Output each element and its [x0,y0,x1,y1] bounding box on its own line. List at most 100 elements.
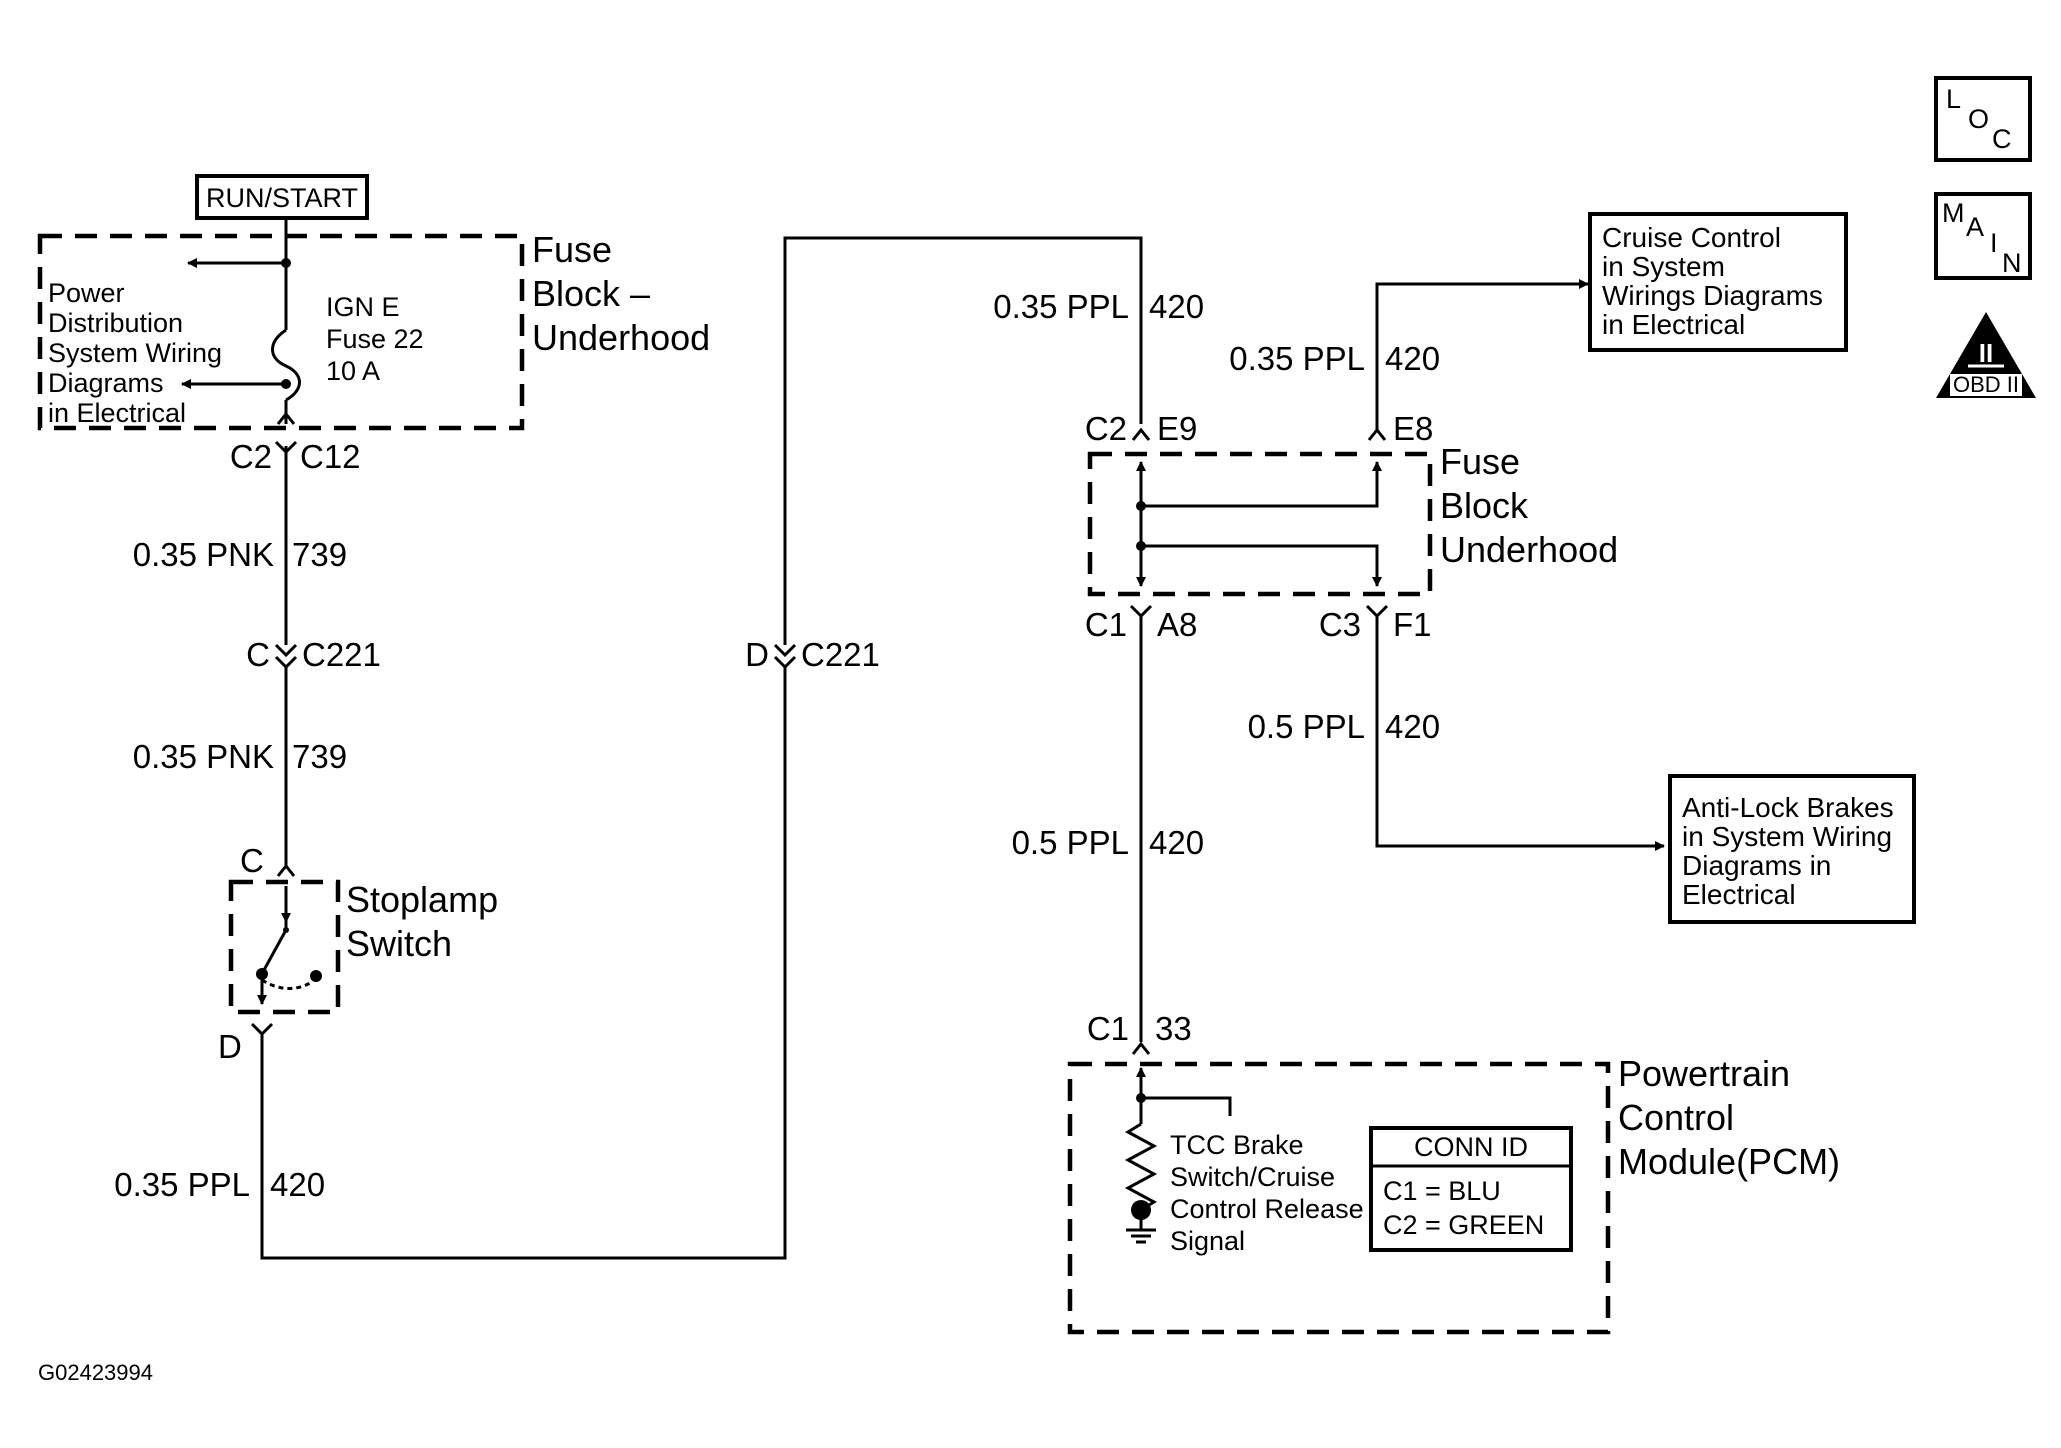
svg-text:10 A: 10 A [326,356,380,386]
svg-text:F1: F1 [1393,606,1432,643]
wire-420-cruise [1375,279,1589,430]
svg-text:0.35 PNK: 0.35 PNK [133,738,274,775]
svg-text:0.35 PPL: 0.35 PPL [114,1166,250,1203]
fuse-22-symbol [271,218,301,424]
wire-420-stoplamp [260,667,787,1260]
wire-739-lower-label: 0.35 PNK 739 [133,738,347,775]
obd-ii-icon[interactable]: II OBD II [1936,312,2036,398]
svg-text:420: 420 [1149,288,1204,325]
svg-text:C: C [1992,124,2012,154]
conn-id-table: CONN ID C1 = BLU C2 = GREEN [1369,1126,1573,1252]
svg-text:Wirings Diagrams: Wirings Diagrams [1602,280,1823,311]
wire-420-abs-label: 0.5 PPL 420 [1248,708,1440,745]
run-start-label: RUN/START [195,174,369,220]
pcm-title: Powertrain Control Module(PCM) [1618,1053,1840,1182]
stoplamp-pin-c: C [240,842,296,879]
svg-text:D: D [745,636,769,673]
cruise-control-reference-box[interactable]: Cruise Control in System Wirings Diagram… [1588,212,1848,352]
svg-text:C221: C221 [302,636,381,673]
figure-id: G02423994 [38,1360,153,1385]
svg-text:Stoplamp: Stoplamp [346,879,498,920]
svg-text:C2: C2 [1085,410,1127,447]
connector-c2-c12: C2 C12 [230,411,361,475]
stoplamp-switch-title: Stoplamp Switch [346,879,498,964]
pds-reference: Power Distribution System Wiring Diagram… [48,278,222,428]
svg-text:Powertrain: Powertrain [1618,1053,1790,1094]
svg-text:M: M [1942,198,1965,228]
svg-text:33: 33 [1155,1010,1192,1047]
svg-text:Diagrams: Diagrams [48,368,164,398]
fuse-block-right-outline [1087,451,1433,597]
fuse-block-right-title: Fuse Block Underhood [1440,441,1618,570]
svg-text:in Electrical: in Electrical [48,398,186,428]
fuse-block-right-bus [1136,461,1382,587]
wire-739-upper-label: 0.35 PNK 739 [133,536,347,573]
svg-text:0.35 PNK: 0.35 PNK [133,536,274,573]
svg-text:Cruise Control: Cruise Control [1602,222,1781,253]
svg-text:A: A [1966,212,1984,242]
svg-text:C2: C2 [230,438,272,475]
connector-c1-a8: C1 A8 [1085,604,1197,643]
svg-text:N: N [2002,248,2022,278]
svg-text:0.5 PPL: 0.5 PPL [1012,824,1129,861]
svg-text:System Wiring: System Wiring [48,338,222,368]
svg-text:O: O [1968,104,1989,134]
svg-text:E8: E8 [1393,410,1433,447]
svg-text:E9: E9 [1157,410,1197,447]
svg-text:in System Wiring: in System Wiring [1682,821,1892,852]
svg-text:Fuse: Fuse [532,229,612,270]
wire-420-pcm-label: 0.5 PPL 420 [1012,824,1204,861]
ground-icon [1126,1220,1156,1244]
pcm-signal-label: TCC Brake Switch/Cruise Control Release … [1170,1130,1364,1256]
svg-text:Block: Block [1440,485,1529,526]
connector-c221-mid: D C221 [745,636,880,673]
svg-text:in System: in System [1602,251,1725,282]
svg-text:Electrical: Electrical [1682,879,1796,910]
svg-text:II: II [1979,338,1993,368]
svg-text:D: D [218,1028,242,1065]
svg-text:0.35 PPL: 0.35 PPL [1229,340,1365,377]
connector-e8: E8 [1367,410,1433,447]
svg-text:Diagrams in: Diagrams in [1682,850,1831,881]
svg-text:CONN ID: CONN ID [1414,1132,1528,1162]
fuse-block-left-title: Fuse Block – Underhood [532,229,710,358]
svg-text:Signal: Signal [1170,1226,1245,1256]
svg-text:C1 = BLU: C1 = BLU [1383,1176,1501,1206]
loc-icon[interactable]: L O C [1934,76,2032,162]
svg-text:C1: C1 [1085,606,1127,643]
svg-text:Distribution: Distribution [48,308,183,338]
svg-text:Control: Control [1618,1097,1734,1138]
svg-text:739: 739 [292,738,347,775]
main-icon[interactable]: M A I N [1934,192,2032,280]
svg-text:C12: C12 [300,438,361,475]
wire-420-stoplamp-label: 0.35 PPL 420 [114,1166,325,1203]
svg-text:RUN/START: RUN/START [206,183,358,213]
svg-text:C2 = GREEN: C2 = GREEN [1383,1210,1544,1240]
wire-420-cruise-label: 0.35 PPL 420 [1229,340,1440,377]
wire-420-e9-label: 0.35 PPL 420 [993,288,1204,325]
svg-text:C221: C221 [801,636,880,673]
svg-text:420: 420 [1385,340,1440,377]
svg-text:A8: A8 [1157,606,1197,643]
svg-text:Anti-Lock Brakes: Anti-Lock Brakes [1682,792,1894,823]
abs-reference-box[interactable]: Anti-Lock Brakes in System Wiring Diagra… [1668,774,1916,924]
svg-text:Switch: Switch [346,923,452,964]
wire-420-upper-run [783,236,1143,645]
svg-text:Power: Power [48,278,125,308]
svg-text:C: C [246,636,270,673]
svg-text:I: I [1990,228,1998,258]
svg-text:739: 739 [292,536,347,573]
svg-text:C3: C3 [1319,606,1361,643]
connector-c221-left: C C221 [246,636,381,673]
pcm-outline [1067,1061,1611,1335]
svg-text:Fuse 22: Fuse 22 [326,324,424,354]
svg-text:TCC Brake: TCC Brake [1170,1130,1304,1160]
svg-text:Underhood: Underhood [1440,529,1618,570]
svg-text:C1: C1 [1087,1010,1129,1047]
svg-text:Switch/Cruise: Switch/Cruise [1170,1162,1335,1192]
svg-text:420: 420 [1149,824,1204,861]
wire-420-abs [1375,616,1665,851]
svg-text:420: 420 [1385,708,1440,745]
svg-text:Control Release: Control Release [1170,1194,1364,1224]
